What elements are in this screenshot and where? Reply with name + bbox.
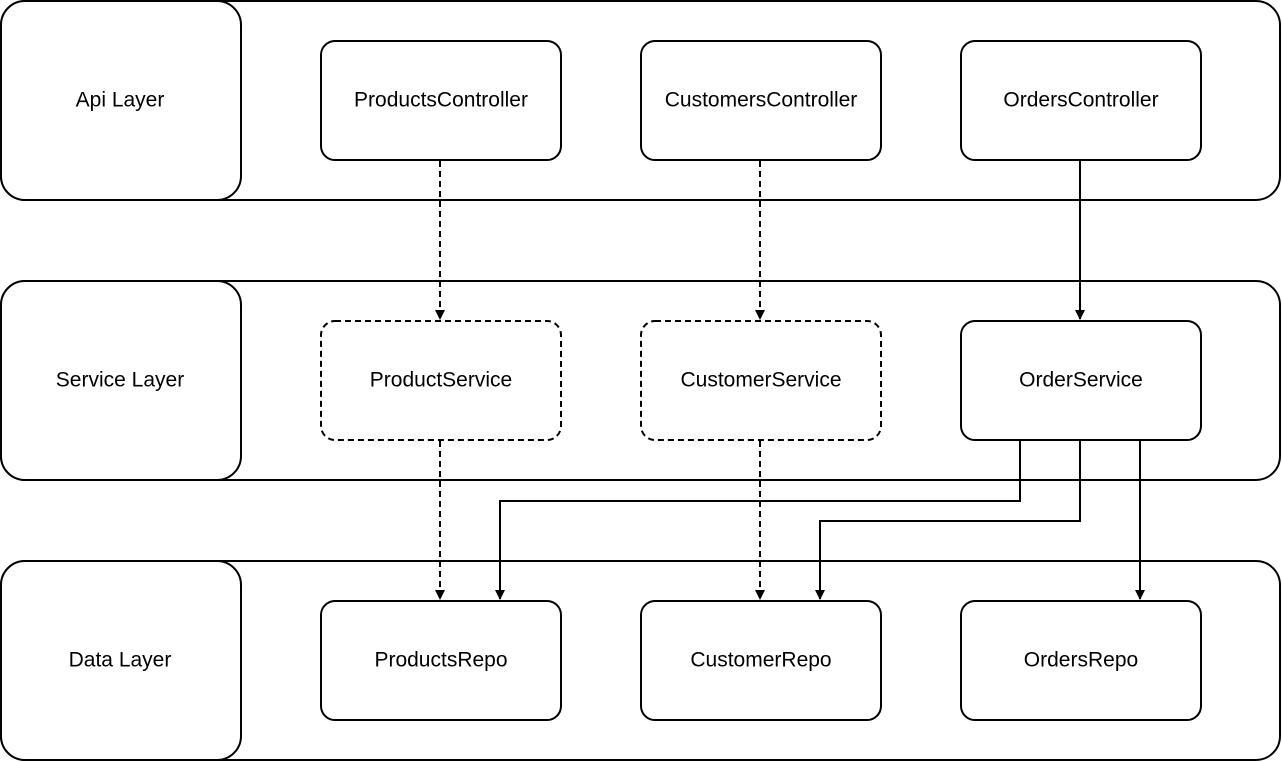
- data-layer-label: Data Layer: [69, 649, 172, 672]
- node-orders-controller: OrdersController: [960, 40, 1202, 161]
- node-products-controller-label: ProductsController: [354, 89, 528, 112]
- connectors: [435, 161, 1145, 600]
- api-layer-label: Api Layer: [76, 89, 165, 112]
- node-order-service-label: OrderService: [1019, 369, 1143, 392]
- edge-orderservice-customerrepo: [815, 441, 1081, 600]
- node-products-repo-label: ProductsRepo: [374, 649, 507, 672]
- node-orders-repo-box: [960, 600, 1202, 721]
- node-products-repo-box: [320, 600, 562, 721]
- service-layer-label-box: [0, 280, 242, 481]
- data-layer-label-box: [0, 560, 242, 761]
- node-product-service-label: ProductService: [370, 369, 512, 392]
- node-orders-controller-box: [960, 40, 1202, 161]
- node-product-service: ProductService: [320, 320, 562, 441]
- node-customer-repo-box: [640, 600, 882, 721]
- node-customer-service-box: [640, 320, 882, 441]
- node-customer-repo: CustomerRepo: [640, 600, 882, 721]
- service-layer-label: Service Layer: [56, 369, 184, 392]
- node-orders-controller-label: OrdersController: [1003, 89, 1158, 112]
- node-orders-repo-label: OrdersRepo: [1024, 649, 1138, 672]
- node-customer-repo-label: CustomerRepo: [690, 649, 831, 672]
- node-order-service: OrderService: [960, 320, 1202, 441]
- api-layer-label-box: [0, 0, 242, 201]
- node-order-service-box: [960, 320, 1202, 441]
- node-customers-controller: CustomersController: [640, 40, 882, 161]
- node-customer-service-label: CustomerService: [680, 369, 841, 392]
- node-product-service-box: [320, 320, 562, 441]
- node-customers-controller-box: [640, 40, 882, 161]
- node-products-repo: ProductsRepo: [320, 600, 562, 721]
- node-orders-repo: OrdersRepo: [960, 600, 1202, 721]
- node-products-controller-box: [320, 40, 562, 161]
- edge-orderservice-productsrepo: [495, 441, 1021, 600]
- node-products-controller: ProductsController: [320, 40, 562, 161]
- node-customer-service: CustomerService: [640, 320, 882, 441]
- node-customers-controller-label: CustomersController: [665, 89, 858, 112]
